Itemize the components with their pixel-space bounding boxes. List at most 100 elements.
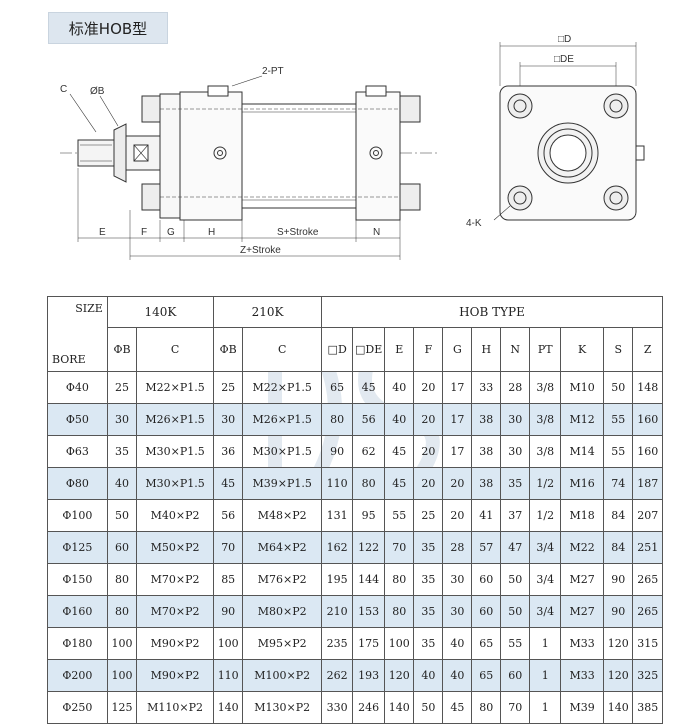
table-cell: 35 (413, 595, 444, 628)
label-c: C (60, 84, 67, 95)
table-cell: M22×P1.5 (242, 371, 323, 404)
table-cell: M12 (560, 403, 605, 436)
table-cell: 100 (384, 627, 415, 660)
table-cell: 17 (442, 435, 473, 468)
table-cell: 95 (352, 499, 386, 532)
table-cell: 57 (471, 531, 502, 564)
table-cell: M27 (560, 595, 605, 628)
table-cell: M30×P1.5 (242, 435, 323, 468)
label-g: G (167, 227, 175, 238)
label-n: N (373, 227, 380, 238)
table-cell: 80 (384, 563, 415, 596)
table-cell: M39 (560, 691, 605, 724)
table-cell: 160 (632, 435, 663, 468)
table-cell: 50 (500, 595, 531, 628)
table-cell: 56 (352, 403, 386, 436)
column-header: E (384, 327, 415, 372)
table-cell: 41 (471, 499, 502, 532)
table-cell: 80 (106, 595, 138, 628)
table-cell: 246 (352, 691, 386, 724)
table-cell: 80 (471, 691, 502, 724)
table-cell: 1 (529, 691, 562, 724)
table-cell: 84 (603, 531, 634, 564)
table-cell: 262 (321, 659, 354, 692)
table-cell: 90 (212, 595, 244, 628)
table-cell: 20 (413, 403, 444, 436)
table-cell: 20 (413, 371, 444, 404)
table-cell: 20 (413, 435, 444, 468)
table-cell: 35 (413, 531, 444, 564)
table-cell: 20 (413, 467, 444, 500)
bore-cell: Φ160 (47, 595, 108, 628)
table-cell: 1/2 (529, 499, 562, 532)
table-cell: M70×P2 (136, 563, 214, 596)
label-phi-b: ØB (90, 86, 105, 97)
table-cell: 80 (384, 595, 415, 628)
table-cell: 162 (321, 531, 354, 564)
table-cell: 25 (413, 499, 444, 532)
table-cell: 35 (413, 563, 444, 596)
table-cell: M10 (560, 371, 605, 404)
table-cell: 55 (603, 435, 634, 468)
table-cell: 144 (352, 563, 386, 596)
label-de: □DE (554, 54, 574, 65)
table-cell: 60 (471, 563, 502, 596)
table-cell: 55 (384, 499, 415, 532)
table-cell: 120 (384, 659, 415, 692)
column-header: S (603, 327, 634, 372)
table-cell: 50 (603, 371, 634, 404)
table-cell: 50 (500, 563, 531, 596)
table-cell: M95×P2 (242, 627, 323, 660)
label-e: E (99, 227, 106, 238)
bore-cell: Φ63 (47, 435, 108, 468)
table-cell: 40 (384, 403, 415, 436)
column-header: Z (632, 327, 663, 372)
table-cell: 160 (632, 403, 663, 436)
table-cell: 38 (471, 435, 502, 468)
table-cell: M110×P2 (136, 691, 214, 724)
table-cell: 55 (603, 403, 634, 436)
table-cell: M14 (560, 435, 605, 468)
table-cell: 125 (106, 691, 138, 724)
bore-cell: Φ50 (47, 403, 108, 436)
label-f: F (141, 227, 147, 238)
bore-cell: Φ250 (47, 691, 108, 724)
table-cell: 3/8 (529, 371, 562, 404)
table-cell: 17 (442, 403, 473, 436)
table-cell: 265 (632, 595, 663, 628)
table-cell: M18 (560, 499, 605, 532)
table-cell: 90 (603, 595, 634, 628)
bore-cell: Φ150 (47, 563, 108, 596)
table-cell: 45 (442, 691, 473, 724)
table-cell: 100 (106, 659, 138, 692)
label-s-stroke: S+Stroke (277, 227, 319, 238)
table-cell: 1/2 (529, 467, 562, 500)
table-cell: 235 (321, 627, 354, 660)
table-cell: 62 (352, 435, 386, 468)
table-cell: 148 (632, 371, 663, 404)
table-cell: M48×P2 (242, 499, 323, 532)
table-cell: 35 (106, 435, 138, 468)
bore-cell: Φ180 (47, 627, 108, 660)
table-cell: 30 (442, 563, 473, 596)
column-header: H (471, 327, 502, 372)
table-cell: M100×P2 (242, 659, 323, 692)
column-header: G (442, 327, 473, 372)
table-cell: 38 (471, 467, 502, 500)
table-cell: 80 (106, 563, 138, 596)
table-cell: 25 (212, 371, 244, 404)
table-cell: 193 (352, 659, 386, 692)
table-cell: M90×P2 (136, 659, 214, 692)
table-cell: M64×P2 (242, 531, 323, 564)
table-cell: 122 (352, 531, 386, 564)
table-cell: 45 (384, 467, 415, 500)
table-cell: M30×P1.5 (136, 435, 214, 468)
group-140k: 140K (106, 296, 214, 328)
table-cell: 20 (442, 467, 473, 500)
table-cell: M16 (560, 467, 605, 500)
column-header: C (136, 327, 214, 372)
table-cell: 70 (500, 691, 531, 724)
